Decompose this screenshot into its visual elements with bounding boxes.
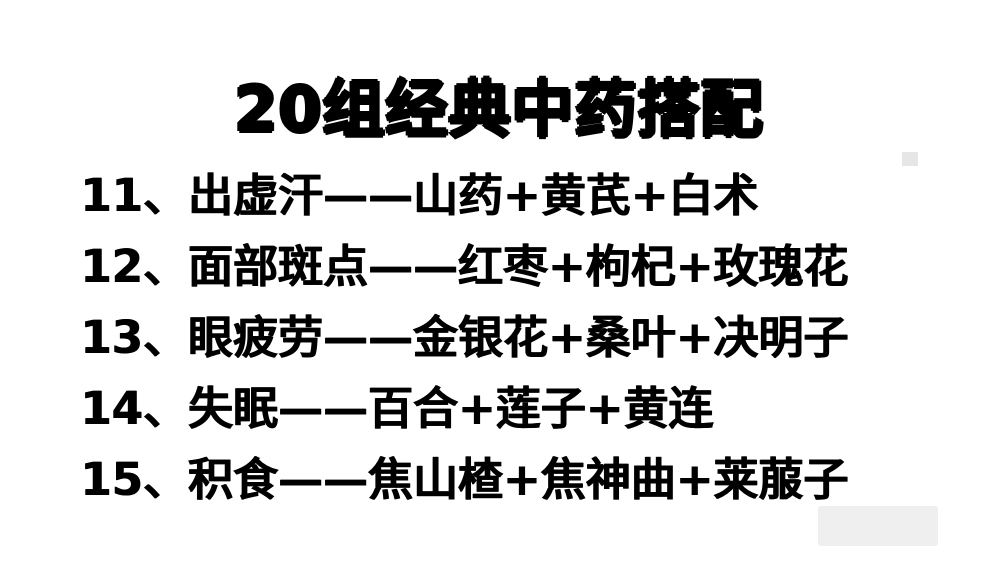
list-item: 15、积食——焦山楂+焦神曲+莱菔子 <box>80 453 849 506</box>
page-title: 20组经典中药搭配 <box>234 73 764 146</box>
list-item: 14、失眠——百合+莲子+黄连 <box>80 382 714 435</box>
list-item: 13、眼疲劳——金银花+桑叶+决明子 <box>80 311 849 364</box>
remedy-list: 11、出虚汗——山药+黄芪+白术 12、面部斑点——红枣+枸杞+玫瑰花 13、眼… <box>80 160 848 515</box>
watermark-patch <box>818 506 938 546</box>
list-item: 12、面部斑点——红枣+枸杞+玫瑰花 <box>80 240 849 293</box>
list-item: 11、出虚汗——山药+黄芪+白术 <box>80 169 759 222</box>
scan-artifact <box>902 152 918 166</box>
